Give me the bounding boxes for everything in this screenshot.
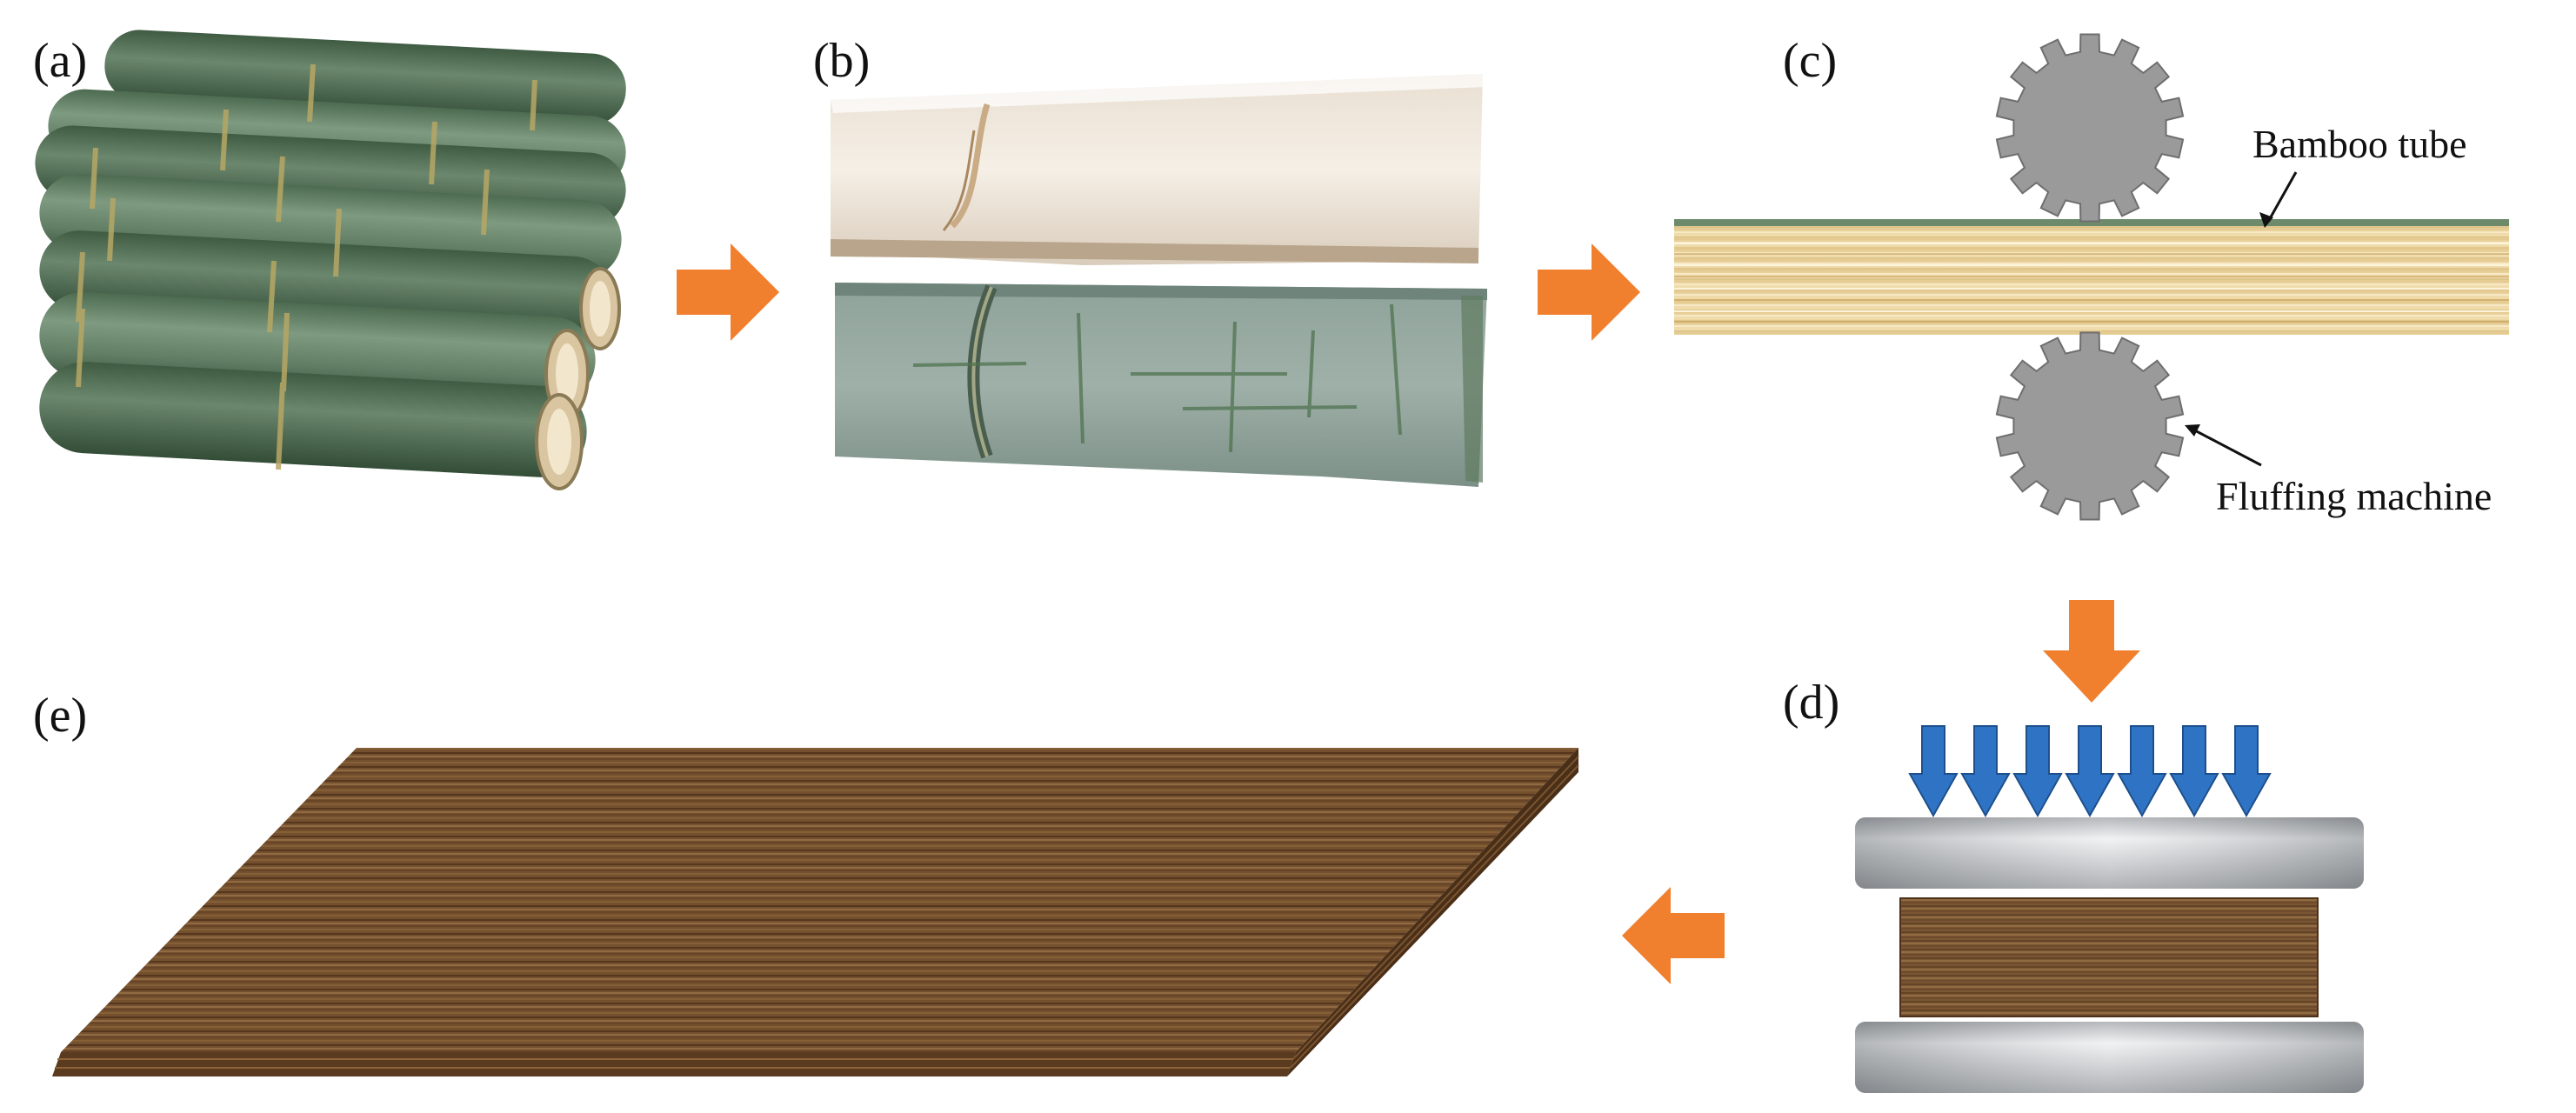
panel-c-label: (c) [1783,34,1838,88]
board-front-edge [52,1052,1296,1076]
orange-arrow-icon [1538,243,1640,341]
blue-down-arrow-icon [1960,725,2011,818]
gear-shape [1995,33,2185,223]
fluffing-machine-leader [2191,427,2262,467]
blue-down-arrow-icon [2065,725,2115,818]
blue-down-arrow-icon [1908,725,1959,818]
panel-a-label: (a) [33,34,88,88]
panel-b-label: (b) [813,34,871,88]
bamboo-tube-leader [2266,171,2298,223]
gear-shape [1995,331,2185,521]
bamboo-poles-photo [35,30,626,490]
blue-down-arrow-icon [2221,725,2272,818]
orange-arrow-icon [677,243,779,341]
fluffing-machine-diagram [1674,33,2509,521]
blue-down-arrow-icon [2117,725,2167,818]
flow-arrows [677,243,2140,984]
panel-d-label: (d) [1783,676,1840,730]
split-bamboo-photo [831,74,1487,487]
orange-arrow-icon [2043,600,2140,703]
bamboo-tube-strip [1674,222,2509,335]
bamboo-tube-label: Bamboo tube [2252,122,2467,166]
gear-icon [1995,331,2185,521]
fluffing-machine-label: Fluffing machine [2216,474,2493,518]
pressed-wood-block [1900,898,2318,1016]
bamboo-tube-skin [1674,219,2509,226]
blue-down-arrow-icon [2012,725,2063,818]
press-arrows [1908,725,2272,818]
panel-e-label: (e) [33,689,88,743]
board-top-face [61,748,1578,1052]
hot-press-diagram [1855,725,2364,1093]
gear-icon [1995,33,2185,223]
finished-board-illustration [52,748,1579,1076]
blue-down-arrow-icon [2169,725,2219,818]
orange-arrow-icon [1622,887,1725,984]
